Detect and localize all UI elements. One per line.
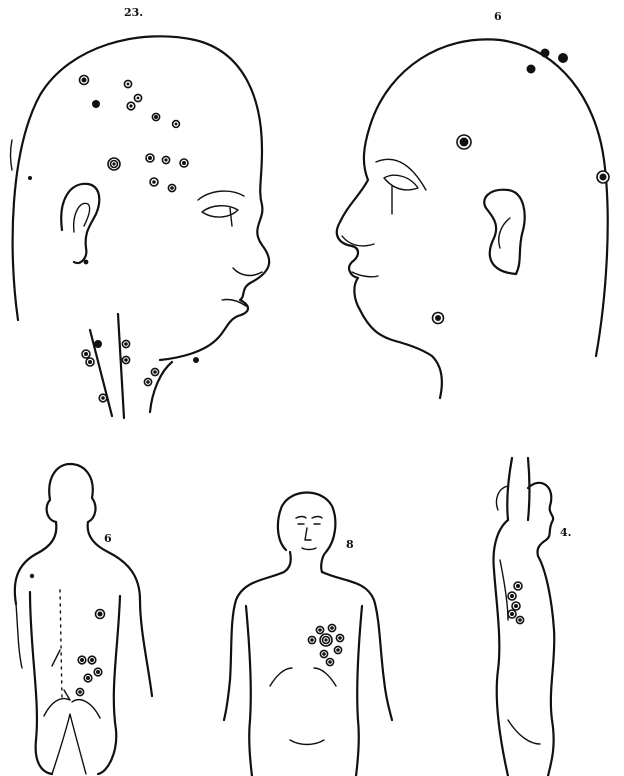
side-figure <box>494 458 555 776</box>
figure-label-6-back: 6 <box>104 532 112 545</box>
nodules-head-left <box>80 76 200 402</box>
nodules-front <box>308 624 343 665</box>
head-profile-right <box>337 39 608 398</box>
figure-label-23: 23. <box>124 6 143 19</box>
figure-label-4: 4. <box>560 526 571 539</box>
head-profile-left <box>11 36 270 418</box>
figure-label-6-head: 6 <box>494 10 502 23</box>
figure-label-8: 8 <box>346 538 354 551</box>
back-torso <box>15 464 152 774</box>
nodules-back <box>76 610 104 696</box>
nodules-head-right <box>433 49 610 324</box>
front-torso <box>224 493 392 776</box>
nodules-side <box>508 582 524 624</box>
